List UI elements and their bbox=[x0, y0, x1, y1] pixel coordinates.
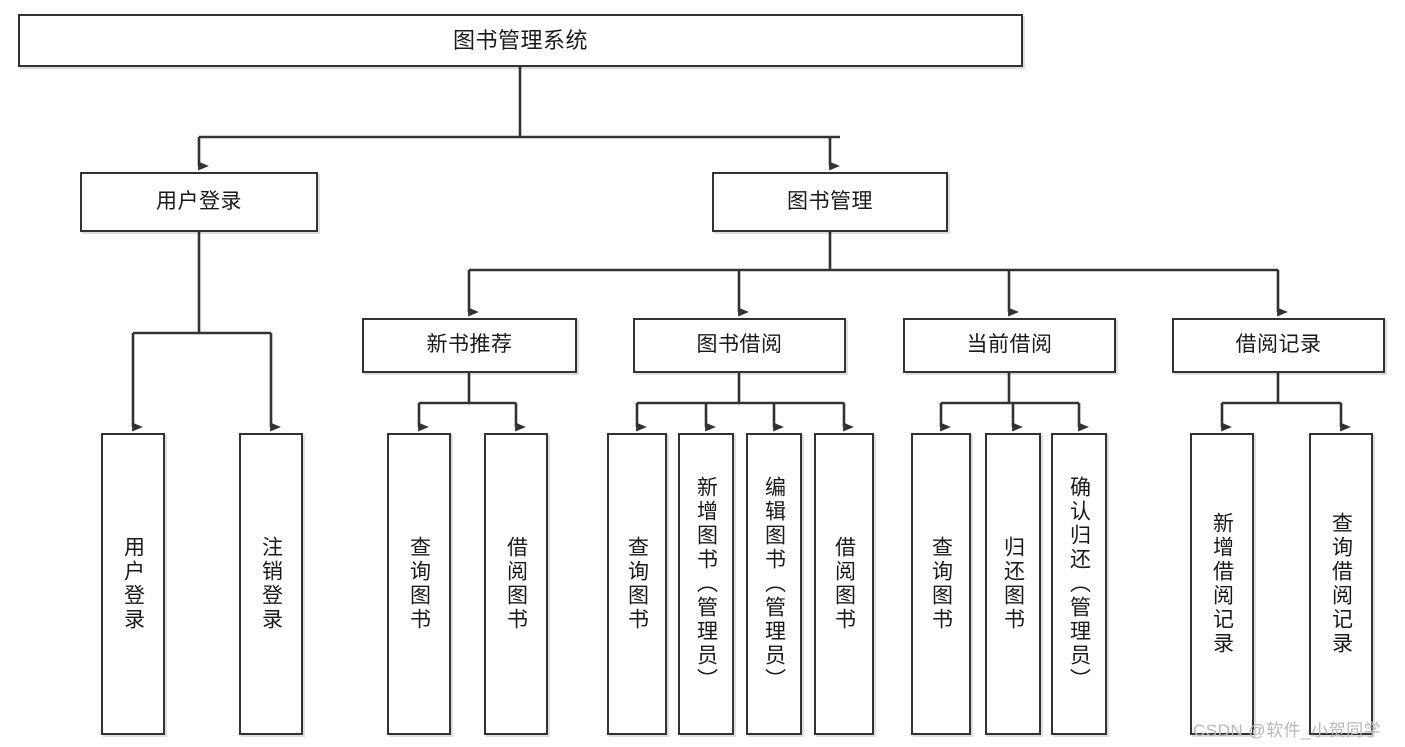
node-label: 查询借阅记录 bbox=[1329, 512, 1353, 656]
node-label: 新书推荐 bbox=[426, 333, 513, 357]
node-leaf-borrow-book[interactable]: 借阅图书 bbox=[814, 433, 874, 735]
node-leaf-add-book-admin[interactable]: 新增图书（管理员） bbox=[678, 433, 734, 735]
node-label: 查询图书 bbox=[625, 536, 649, 632]
node-new-book-recommend[interactable]: 新书推荐 bbox=[362, 318, 577, 373]
node-current-borrow[interactable]: 当前借阅 bbox=[903, 318, 1116, 373]
node-label: 用户登录 bbox=[121, 536, 145, 632]
node-leaf-logout[interactable]: 注销登录 bbox=[239, 433, 303, 735]
node-label: 用户登录 bbox=[156, 189, 242, 213]
node-label: 查询图书 bbox=[929, 536, 953, 632]
node-leaf-query-book-newbook[interactable]: 查询图书 bbox=[387, 433, 451, 735]
node-label: 注销登录 bbox=[259, 536, 283, 632]
node-leaf-query-book-current[interactable]: 查询图书 bbox=[911, 433, 971, 735]
node-leaf-add-borrow-record[interactable]: 新增借阅记录 bbox=[1190, 433, 1254, 735]
node-label: 借阅图书 bbox=[832, 536, 856, 632]
node-label: 查询图书 bbox=[407, 536, 431, 632]
node-leaf-edit-book-admin[interactable]: 编辑图书（管理员） bbox=[746, 433, 802, 735]
node-label: 编辑图书（管理员） bbox=[762, 476, 786, 692]
node-label: 确认归还（管理员） bbox=[1067, 476, 1091, 692]
node-user-login[interactable]: 用户登录 bbox=[80, 172, 318, 232]
node-leaf-confirm-return-admin[interactable]: 确认归还（管理员） bbox=[1051, 433, 1107, 735]
node-label: 借阅记录 bbox=[1235, 333, 1322, 357]
node-label: 图书管理 bbox=[787, 189, 873, 213]
node-label: 图书管理系统 bbox=[452, 27, 588, 53]
node-leaf-user-login[interactable]: 用户登录 bbox=[101, 433, 165, 735]
node-label: 借阅图书 bbox=[504, 536, 528, 632]
node-label: 图书借阅 bbox=[696, 333, 783, 357]
node-label: 新增图书（管理员） bbox=[694, 476, 718, 692]
node-label: 当前借阅 bbox=[966, 333, 1053, 357]
node-leaf-query-borrow-record[interactable]: 查询借阅记录 bbox=[1309, 433, 1373, 735]
node-borrow-record[interactable]: 借阅记录 bbox=[1172, 318, 1385, 373]
node-leaf-query-book-borrow[interactable]: 查询图书 bbox=[607, 433, 667, 735]
csdn-watermark: CSDN @软件_小贺同学 bbox=[1193, 721, 1382, 740]
node-label: 归还图书 bbox=[1001, 536, 1025, 632]
node-leaf-borrow-book-newbook[interactable]: 借阅图书 bbox=[484, 433, 548, 735]
node-book-management-system[interactable]: 图书管理系统 bbox=[18, 14, 1023, 67]
node-book-borrow[interactable]: 图书借阅 bbox=[633, 318, 846, 373]
node-leaf-return-book[interactable]: 归还图书 bbox=[985, 433, 1041, 735]
node-label: 新增借阅记录 bbox=[1210, 512, 1234, 656]
node-book-management[interactable]: 图书管理 bbox=[712, 172, 948, 232]
